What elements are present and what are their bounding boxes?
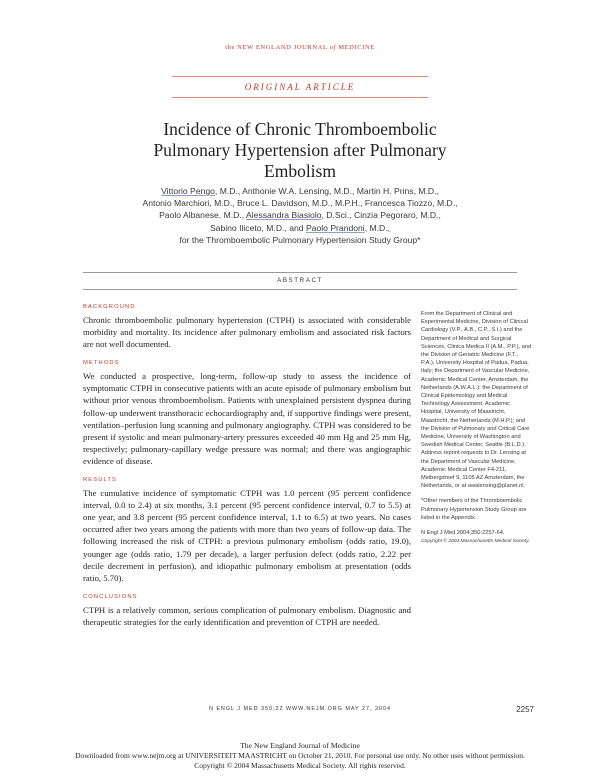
- background-text: Chronic thromboembolic pulmonary hyperte…: [83, 315, 411, 350]
- study-group-note: *Other members of the Thromboembolic Pul…: [421, 498, 527, 521]
- author-link-prandoni[interactable]: Paolo Prandoni: [305, 222, 365, 233]
- background-heading: BACKGROUND: [83, 304, 136, 310]
- author-line-4-pre: Sabino Iliceto, M.D., and: [209, 222, 306, 233]
- abstract-body: BACKGROUND Chronic thromboembolic pulmon…: [83, 302, 411, 636]
- journal-footer: N ENGL J MED 350;22 WWW.NEJM.ORG MAY 27,…: [208, 706, 392, 712]
- results-text: The cumulative incidence of symptomatic …: [83, 488, 411, 583]
- page-number: 2257: [516, 705, 534, 714]
- journal-header-name-a: NEW ENGLAND JOURNAL: [237, 44, 328, 51]
- author-link-pengo[interactable]: Vittorio Pengo: [161, 186, 215, 196]
- title-line-2: Pulmonary Hypertension after Pulmonary: [153, 140, 447, 160]
- journal-header-the: the: [225, 44, 238, 51]
- article-type-label: ORIGINAL ARTICLE: [172, 76, 428, 98]
- methods-heading: METHODS: [83, 360, 120, 367]
- study-group-line: for the Thromboembolic Pulmonary Hyperte…: [179, 234, 421, 245]
- journal-header-of: of: [327, 44, 339, 51]
- affiliations-sidebar: From the Department of Clinical and Expe…: [421, 310, 533, 553]
- author-list: Vittorio Pengo, M.D., Anthonie W.A. Lens…: [70, 185, 530, 246]
- conclusions-text: CTPH is a relatively common, serious com…: [83, 604, 411, 627]
- journal-header: the NEW ENGLAND JOURNAL of MEDICINE: [0, 44, 600, 51]
- copyright-text: Copyright © 2004 Massachusetts Medical S…: [421, 539, 530, 545]
- conclusions-heading: CONCLUSIONS: [83, 593, 138, 600]
- download-copyright: Copyright © 2004 Massachusetts Medical S…: [194, 761, 406, 770]
- author-line-4-post: , M.D.,: [364, 222, 391, 233]
- abstract-heading: ABSTRACT: [83, 272, 517, 290]
- download-notice: Downloaded from www.nejm.org at UNIVERSI…: [75, 751, 525, 760]
- author-line-3: Paolo Albanese, M.D., Alessandra Biasiol…: [70, 209, 530, 221]
- author-line-3-post: , D.Sci., Cinzia Pegoraro, M.D.,: [321, 210, 441, 221]
- affiliations-text: From the Department of Clinical and Expe…: [421, 311, 532, 490]
- results-heading: RESULTS: [83, 477, 118, 484]
- author-line-4: Sabino Iliceto, M.D., and Paolo Prandoni…: [70, 222, 530, 234]
- title-line-1: Incidence of Chronic Thromboembolic: [163, 119, 437, 139]
- author-link-biasiolo[interactable]: Alessandra Biasiolo: [246, 210, 322, 221]
- author-line-1-rest: , M.D., Anthonie W.A. Lensing, M.D., Mar…: [214, 186, 439, 196]
- citation-text: N Engl J Med 2004;350:2257-64.: [421, 530, 505, 537]
- author-line-3-pre: Paolo Albanese, M.D.,: [159, 210, 247, 221]
- methods-text: We conducted a prospective, long-term, f…: [83, 371, 411, 466]
- author-line-1: Vittorio Pengo, M.D., Anthonie W.A. Lens…: [70, 185, 530, 197]
- journal-header-name-b: MEDICINE: [338, 44, 375, 51]
- author-line-2: Antonio Marchiori, M.D., Bruce L. Davids…: [142, 198, 458, 209]
- download-notice-journal: The New England Journal of Medicine: [240, 741, 360, 750]
- article-title: Incidence of Chronic Thromboembolic Pulm…: [80, 119, 520, 182]
- title-line-3: Embolism: [264, 161, 336, 181]
